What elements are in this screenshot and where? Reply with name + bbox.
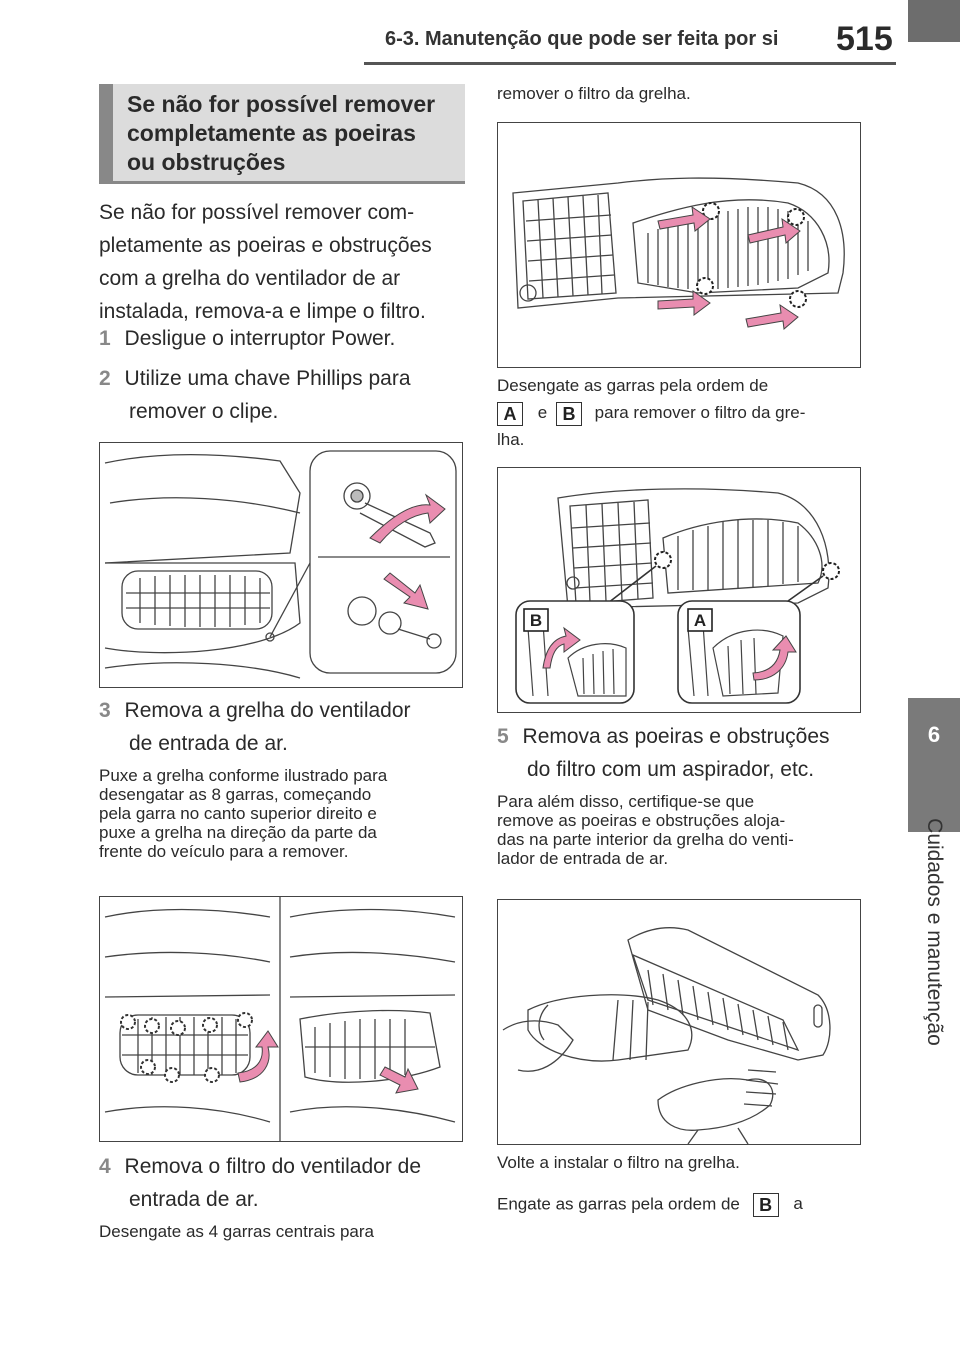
section-heading-line: completamente as poeiras — [127, 120, 416, 146]
step-1: 1 Desligue o interruptor Power. — [99, 324, 469, 354]
section-heading-box: Se não for possível remover completament… — [99, 84, 465, 184]
engage-text-end: a — [793, 1194, 803, 1214]
figure-label-b: B — [530, 611, 542, 630]
step-text: Remova as poeiras e obstruções — [522, 725, 830, 748]
step-number: 5 — [497, 725, 509, 748]
header-rule — [364, 62, 896, 65]
note-line: Para além disso, certifique-se que — [497, 792, 755, 811]
engage-text: Engate as garras pela ordem de — [497, 1194, 740, 1214]
note-line: lador de entrada de ar. — [497, 849, 669, 868]
step-text: do filtro com um aspirador, etc. — [527, 758, 815, 781]
running-header-section-title: 6-3. Manutenção que pode ser feita por s… — [385, 28, 779, 50]
claw-order-rest: para remover o filtro da gre- — [594, 403, 806, 423]
figure-clip-removal — [99, 442, 463, 688]
thumb-tab-top — [908, 0, 960, 42]
label-a-box: A — [497, 402, 523, 426]
step-text: Remova o filtro do ventilador de — [124, 1155, 422, 1178]
note-line: das na parte interior da grelha do venti… — [497, 830, 794, 849]
figure-vacuum-filter — [497, 899, 861, 1145]
step-number: 4 — [99, 1155, 111, 1178]
claw-detail-illustration: B A — [515, 488, 840, 704]
intro-line: com a grelha do ventilador de ar — [99, 267, 401, 290]
step-5-note: Para além disso, certifique-se que remov… — [497, 792, 877, 868]
step-3-note: Puxe a grelha conforme ilustrado para de… — [99, 766, 469, 861]
step-3: 3 Remova a grelha do ventilador de entra… — [99, 694, 469, 760]
figure-filter-claws — [497, 122, 861, 368]
step-text: Utilize uma chave Phillips para — [124, 367, 411, 390]
step-text: entrada de ar. — [129, 1188, 259, 1211]
note-line: pela garra no canto superior direito e — [99, 804, 377, 823]
filter-claws-illustration — [512, 177, 845, 330]
step-2: 2 Utilize uma chave Phillips para remove… — [99, 362, 469, 428]
figure-label-a: A — [694, 611, 706, 630]
intro-line: instalada, remova-a e limpe o filtro. — [99, 300, 426, 323]
figure-claw-detail: B A — [497, 467, 861, 713]
intro-line: Se não for possível remover com- — [99, 201, 415, 224]
chapter-title: Cuidados e manutenção — [923, 818, 947, 1046]
clip-removal-illustration — [104, 450, 457, 679]
step-5: 5 Remova as poeiras e obstruções do filt… — [497, 720, 877, 786]
label-b-box: B — [555, 402, 582, 426]
figure-grille-removal — [99, 896, 463, 1142]
claw-order-line-3: lha. — [497, 430, 525, 449]
note-line: remove as poeiras e obstruções aloja- — [497, 811, 786, 830]
intro-line: pletamente as poeiras e obstruções — [99, 234, 432, 257]
note-line: desengatar as 8 garras, começando — [99, 785, 372, 804]
step-4-note: Desengate as 4 garras centrais para — [99, 1222, 374, 1241]
step-text: Desligue o interruptor Power. — [124, 327, 396, 350]
note-line: Puxe a grelha conforme ilustrado para — [99, 766, 388, 785]
step-number: 1 — [99, 327, 111, 350]
connector-text: e — [537, 403, 548, 423]
note-line: puxe a grelha na direção da parte da — [99, 823, 377, 842]
continuation-text: remover o filtro da grelha. — [497, 84, 691, 103]
claw-order-labels: A e B para remover o filtro da gre- — [497, 402, 867, 426]
chapter-title-vertical: Cuidados e manutenção — [906, 782, 960, 1082]
engage-order: Engate as garras pela ordem de B a — [497, 1193, 877, 1217]
chapter-number: 6 — [927, 722, 941, 747]
step-number: 3 — [99, 699, 111, 722]
note-line: frente do veículo para a remover. — [99, 842, 349, 861]
step-text: de entrada de ar. — [129, 732, 288, 755]
claw-order-line: Desengate as garras pela ordem de — [497, 376, 769, 395]
chapter-tab: 6 — [908, 698, 960, 832]
step-text: remover o clipe. — [129, 400, 279, 423]
section-heading-line: Se não for possível remover — [127, 91, 436, 117]
reinstall-text: Volte a instalar o filtro na grelha. — [497, 1153, 740, 1172]
step-number: 2 — [99, 367, 111, 390]
step-text: Remova a grelha do ventilador — [124, 699, 411, 722]
section-heading-line: ou obstruções — [127, 149, 286, 175]
step-4: 4 Remova o filtro do ventilador de entra… — [99, 1150, 469, 1216]
engage-label-b: B — [752, 1193, 779, 1217]
grille-removal-illustration — [104, 897, 456, 1141]
vacuum-filter-illustration — [502, 927, 831, 1144]
page-number: 515 — [836, 20, 893, 58]
intro-paragraph: Se não for possível remover com- pletame… — [99, 196, 469, 328]
